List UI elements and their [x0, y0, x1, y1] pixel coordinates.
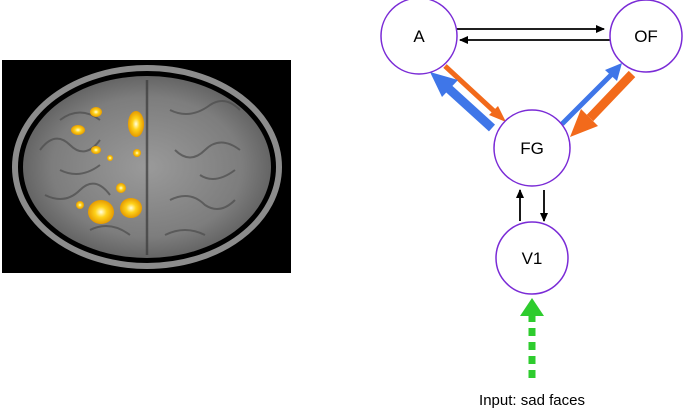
- activation-clusters: [71, 107, 144, 224]
- node-v1-circle: [495, 221, 569, 295]
- node-a: A: [380, 0, 458, 75]
- node-v1: V1: [495, 221, 569, 295]
- input-arrow-head: [520, 298, 544, 316]
- input-caption: Input: sad faces: [479, 392, 585, 409]
- node-v1-label: V1: [522, 249, 543, 268]
- brain-mri-panel: [2, 60, 291, 273]
- arrow-fg-to-a-blue: [444, 84, 496, 132]
- arrow-a-to-fg-orange: [443, 64, 499, 116]
- arrow-of-to-fg-orange-head: [570, 109, 598, 137]
- arrow-fg-to-a-blue-head: [430, 72, 458, 97]
- node-of: OF: [609, 0, 683, 73]
- skull-outline: [12, 65, 282, 269]
- node-fg-circle: [493, 109, 571, 187]
- diagram-arrows: [430, 25, 636, 378]
- arrow-a-to-fg-orange-head: [489, 106, 506, 122]
- brain-folds: [39, 80, 241, 255]
- node-a-circle: [380, 0, 458, 75]
- node-of-label: OF: [634, 27, 658, 46]
- node-fg: FG: [493, 109, 571, 187]
- arrow-fg-to-of-blue: [560, 72, 614, 126]
- diagram-nodes: A OF FG V1: [380, 0, 683, 295]
- node-fg-label: FG: [520, 139, 544, 158]
- arrow-fg-to-of-blue-head: [605, 63, 622, 81]
- arrow-of-to-fg-orange: [586, 70, 636, 122]
- node-of-circle: [609, 0, 683, 73]
- node-a-label: A: [413, 27, 425, 46]
